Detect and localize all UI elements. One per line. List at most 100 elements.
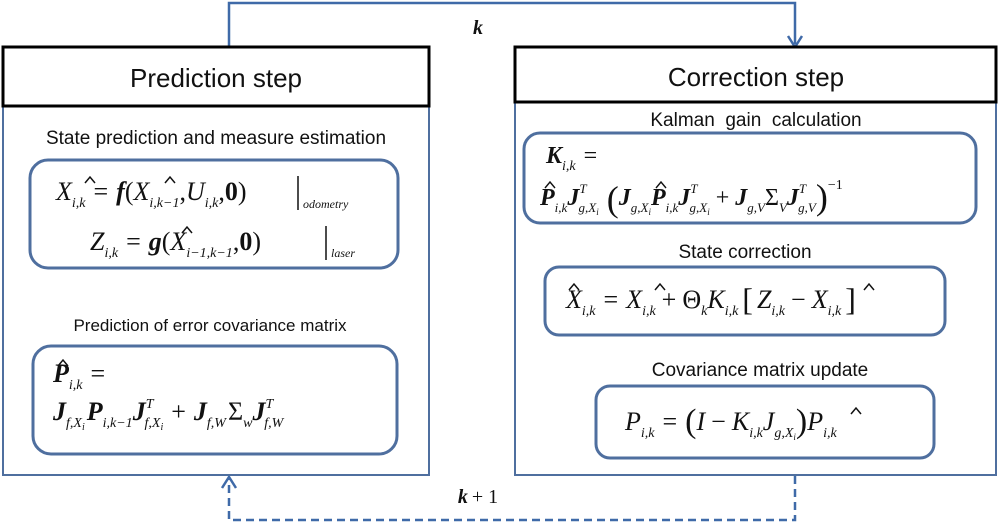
gain-j3-sup: T: [690, 181, 698, 196]
gain-j5-sub: g,V: [798, 200, 818, 215]
cov-upd-p-sub: i,k: [823, 426, 837, 441]
eq1-fn: f: [116, 177, 127, 206]
gain-j4: J: [734, 185, 748, 211]
feedback-arrow: [220, 474, 797, 522]
eq2-eval-laser: laser: [331, 246, 355, 260]
gain-j1-subx: X: [587, 200, 597, 215]
state-correction-box: [543, 265, 947, 337]
gain-j3-sub: g,: [690, 200, 700, 215]
gain-j3-subi: i: [707, 207, 710, 217]
cov-pred-j3: J: [193, 397, 208, 426]
gain-p2-sub: i,k: [666, 200, 679, 215]
eq1-arg2-sub: i,k: [205, 196, 219, 211]
gain-j1: J: [566, 185, 580, 211]
cov-upd-p: P: [806, 407, 823, 436]
svg-text:Pi,k=: Pi,k=: [52, 359, 105, 393]
cov-pred-j4-sub: f,W: [264, 416, 284, 431]
cov-pred-j1-sub: f,: [66, 416, 73, 431]
cov-pred-sigma-sub: w: [243, 416, 253, 431]
cov-upd-k-sub: i,k: [749, 426, 763, 441]
gain-p2: P: [650, 185, 666, 211]
covariance-prediction-box: [31, 344, 399, 456]
state-lhs: X: [565, 285, 583, 314]
state-prediction-box: [28, 158, 400, 270]
svg-text:Xi,k=Xi,k+ΘkKi,k[Zi,k−Xi,k]: Xi,k=Xi,k+ΘkKi,k[Zi,k−Xi,k]: [565, 281, 856, 319]
prediction-header: [1, 45, 431, 108]
cov-pred-j2-sub: f,: [144, 416, 151, 431]
measure-estimation-equation: Zi,k=g(Xi−1,k−1,0) laser: [90, 225, 355, 261]
cov-pred-j1-subx: X: [72, 416, 82, 431]
state-x-sub: i,k: [642, 304, 656, 319]
gain-p-sub: i,k: [555, 200, 568, 215]
svg-text:Pi,k=(I−Ki,kJg,Xi)Pi,k: Pi,k=(I−Ki,kJg,Xi)Pi,k: [624, 403, 838, 442]
state-correction-equation: Xi,k=Xi,k+ΘkKi,k[Zi,k−Xi,k]: [565, 281, 875, 319]
covariance-update-equation: Pi,k=(I−Ki,kJg,Xi)Pi,k: [624, 403, 862, 442]
state-theta: Θ: [682, 285, 701, 314]
prediction-title: Prediction step: [130, 63, 302, 93]
gain-j4-sub: g,V: [747, 200, 767, 215]
forward-arrow: [227, 1, 804, 50]
gain-j1-sub: g,: [579, 200, 589, 215]
state-lhs-sub: i,k: [582, 304, 596, 319]
eq2-zero: 0: [239, 227, 252, 256]
gain-j2-sub: g,: [631, 200, 641, 215]
covariance-update-label: Covariance matrix update: [652, 360, 869, 381]
state-x2: X: [811, 285, 829, 314]
kalman-gain-box: [522, 131, 978, 225]
gain-j1-sup: T: [579, 181, 587, 196]
cov-pred-sigma: Σ: [228, 397, 243, 426]
state-k-sub: i,k: [725, 304, 739, 319]
correction-panel: Correction step Kalman gain calculation …: [513, 45, 998, 476]
gain-j2-subx: X: [640, 200, 650, 215]
cov-pred-j2-subi: i: [160, 422, 163, 433]
gain-lhs: K: [545, 143, 564, 169]
gain-sigma-sub: V: [779, 200, 789, 215]
eq1-arg2: U: [186, 177, 207, 206]
cov-upd-j-sub: g,: [774, 426, 785, 441]
gain-j3-subx: X: [698, 200, 708, 215]
cov-upd-k: K: [731, 407, 751, 436]
state-x2-sub: i,k: [828, 304, 842, 319]
state-k: K: [706, 285, 726, 314]
svg-text:Xi,k=f(Xi,k−1,Ui,k,0): Xi,k=f(Xi,k−1,Ui,k,0): [55, 177, 247, 211]
gain-j5: J: [786, 185, 800, 211]
cov-upd-lhs: P: [624, 407, 641, 436]
state-theta-sub: k: [701, 304, 708, 319]
eq1-zero: 0: [225, 177, 238, 206]
feedback-arrow-label: k+ 1: [458, 486, 498, 508]
cov-pred-j2-sup: T: [146, 397, 155, 412]
eq2-arg1-sub: i−1,k−1: [186, 246, 233, 261]
gain-inverse: −1: [828, 178, 843, 193]
cov-upd-lhs-sub: i,k: [641, 426, 655, 441]
cov-pred-p-sub: i,k−1: [103, 416, 133, 431]
gain-j2: J: [618, 185, 632, 211]
state-correction-label: State correction: [678, 242, 811, 263]
state-prediction-label: State prediction and measure estimation: [46, 128, 386, 149]
cov-pred-j2: J: [132, 397, 147, 426]
cov-upd-j-subi: i: [793, 432, 796, 442]
cov-pred-j4-sup: T: [265, 397, 274, 412]
feedback-label-plus-one: + 1: [472, 486, 498, 508]
covariance-prediction-label: Prediction of error covariance matrix: [73, 316, 347, 335]
eq2-lhs: Z: [90, 227, 105, 256]
eq2-arg1: X: [169, 227, 187, 256]
gain-lhs-sub: i,k: [562, 159, 576, 174]
eq1-arg1-sub: i,k−1: [149, 196, 179, 211]
cov-pred-j2-subx: X: [151, 416, 161, 431]
cov-pred-j1: J: [52, 397, 67, 426]
eq1-lhs: X: [55, 177, 73, 206]
eq2-fn: g: [148, 227, 162, 256]
feedback-label-k: k: [458, 486, 468, 508]
correction-title: Correction step: [668, 62, 844, 92]
state-z: Z: [757, 285, 772, 314]
cov-pred-lhs-sub: i,k: [69, 378, 83, 393]
correction-header: [513, 45, 998, 104]
eq1-arg1: X: [133, 177, 151, 206]
state-z-sub: i,k: [771, 304, 785, 319]
eq1-lhs-sub: i,k: [72, 196, 86, 211]
eq2-lhs-sub: i,k: [104, 246, 118, 261]
